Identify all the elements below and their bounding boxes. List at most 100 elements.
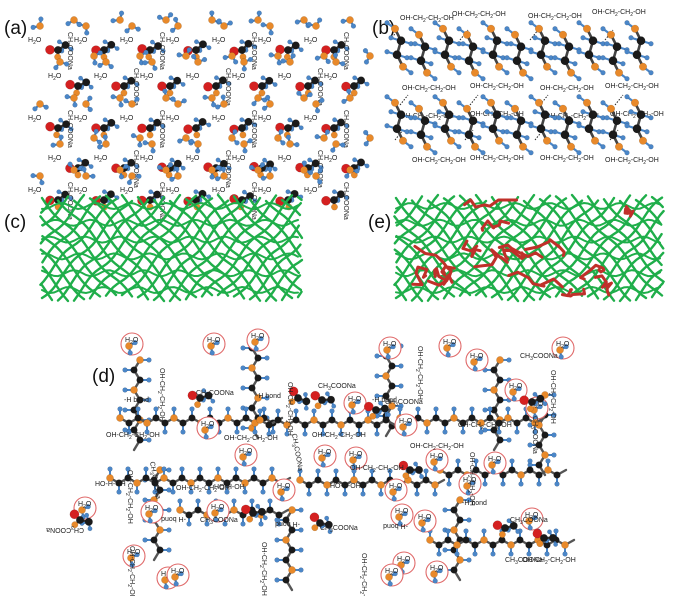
hydrogen-atom <box>504 26 510 32</box>
hydrogen-atom <box>387 581 393 587</box>
oxygen-atom <box>638 136 648 145</box>
carbon-atom <box>237 123 247 133</box>
oxygen-atom <box>214 474 222 482</box>
hydrogen-atom <box>134 96 140 102</box>
hydrogen-atom <box>93 128 99 135</box>
polymer-chain <box>426 267 449 287</box>
oxygen-atom <box>296 476 304 484</box>
carbon-atom <box>257 81 267 91</box>
carbon-atom <box>301 421 309 429</box>
ethylene-glycol-label: OH-CH2-CH2-OH <box>528 13 582 22</box>
oxygen-atom <box>561 541 569 549</box>
carbon-atom <box>539 533 549 543</box>
hydrogen-atom <box>576 76 582 82</box>
hydrogen-atom <box>215 466 221 472</box>
network-strand <box>395 235 661 244</box>
hydrogen-atom <box>213 517 219 523</box>
hydrogen-atom <box>58 117 63 123</box>
oxygen-atom <box>241 479 249 487</box>
network-strand <box>40 199 134 300</box>
oxygen-atom <box>544 466 552 474</box>
hydrogen-atom <box>363 129 369 136</box>
oxygen-atom <box>526 405 534 413</box>
network-strand <box>570 193 664 297</box>
carbon-atom <box>536 50 546 60</box>
hydrogen-atom <box>72 102 78 108</box>
hydrogen-atom <box>169 27 176 34</box>
hydrogen-atom <box>226 81 232 87</box>
hydrogen-atom <box>532 391 538 397</box>
water-label: H2O <box>470 353 484 362</box>
hydrogen-atom <box>224 489 230 495</box>
carbon-atom <box>337 40 346 49</box>
carbon-atom <box>513 419 521 427</box>
hydrogen-atom <box>156 14 163 20</box>
carbon-atom <box>486 414 494 422</box>
hydrogen-atom <box>87 526 93 532</box>
oxygen-atom <box>494 136 504 145</box>
hydrogen-atom <box>143 466 149 472</box>
carbon-atom <box>560 130 570 140</box>
hydrogen-atom <box>388 35 394 41</box>
hydrogen-atom <box>482 387 488 393</box>
hydrogen-atom <box>432 491 438 497</box>
hydrogen-atom <box>466 497 472 503</box>
carbon-atom <box>124 474 132 482</box>
oxygen-atom <box>470 68 480 77</box>
hydrogen-atom <box>264 355 270 361</box>
hydrogen-atom <box>478 429 484 435</box>
hydrogen-bond-dots <box>469 94 479 106</box>
water-label: H2O <box>211 504 225 513</box>
hydrogen-bond-dots <box>534 129 544 141</box>
oxygen-atom <box>201 426 209 434</box>
hydrogen-atom <box>624 49 630 55</box>
polymer-chain <box>413 244 448 277</box>
hydrogen-atom <box>258 521 264 527</box>
oxygen-atom <box>366 52 374 60</box>
hydrogen-atom <box>302 391 308 397</box>
water-label: H2O <box>28 37 42 46</box>
carbon-atom <box>198 40 208 49</box>
hydrogen-atom <box>180 429 186 435</box>
hydrogen-atom <box>153 406 159 412</box>
network-strand <box>442 197 536 302</box>
hydrogen-atom <box>114 46 120 52</box>
oxygen-atom <box>36 100 44 108</box>
network-strand <box>200 195 294 300</box>
hydrogen-atom <box>408 100 414 106</box>
carbon-atom <box>490 366 498 374</box>
hydrogen-atom <box>455 458 461 464</box>
hydrogen-atom <box>624 123 630 129</box>
carbon-atom <box>500 523 510 533</box>
water-label: H2O <box>395 508 409 517</box>
hydrogen-atom <box>285 134 292 140</box>
hydrogen-atom <box>508 115 514 121</box>
carbon-atom <box>329 123 339 133</box>
hydrogen-atom <box>259 162 266 168</box>
oxygen-atom <box>470 358 478 366</box>
carbon-atom <box>368 476 376 484</box>
oxygen-atom <box>490 386 498 394</box>
oxygen-atom <box>310 416 318 424</box>
oxygen-atom <box>162 94 170 102</box>
carbon-atom <box>608 56 618 66</box>
hydrogen-atom <box>572 61 578 67</box>
panel-c-network <box>39 193 304 303</box>
oxygen-atom <box>166 89 174 97</box>
hydrogen-atom <box>620 61 626 67</box>
hydrogen-atom <box>331 403 337 409</box>
water-label: H2O <box>399 418 413 427</box>
oxygen-atom <box>286 58 294 66</box>
oxygen-atom <box>630 98 640 107</box>
oxygen-atom <box>480 536 488 544</box>
hydrogen-atom <box>50 142 56 148</box>
oxygen-atom <box>430 458 438 466</box>
oxygen-atom <box>312 100 320 108</box>
hydrogen-atom <box>600 26 606 32</box>
oxygen-atom <box>194 140 202 148</box>
carbon-atom <box>75 515 85 525</box>
hydrogen-atom <box>215 157 221 163</box>
carbon-atom <box>53 45 63 55</box>
carbon-atom <box>435 541 443 549</box>
